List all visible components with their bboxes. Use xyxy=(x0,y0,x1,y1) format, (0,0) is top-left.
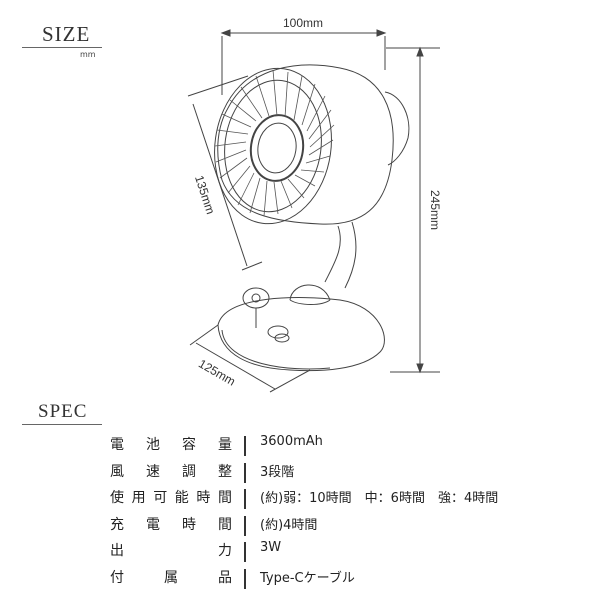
fan-dimension-diagram: 100mm 245mm 135mm 125mm xyxy=(187,16,442,393)
spec-label-char: 品 xyxy=(218,569,232,586)
spec-label-char: 調 xyxy=(182,463,196,480)
spec-label-char: 間 xyxy=(218,516,232,533)
spec-label: 出力 xyxy=(110,540,232,560)
spec-label-char: 充 xyxy=(110,516,124,533)
spec-label-char: 電 xyxy=(110,437,124,453)
spec-label: 付属品 xyxy=(110,567,232,587)
spec-label-char: 使 xyxy=(110,490,124,506)
spec-label-char: 容 xyxy=(182,437,196,453)
spec-value: Type-Cケーブル xyxy=(260,570,355,586)
spec-label-char: 整 xyxy=(218,463,232,480)
spec-label-char: 間 xyxy=(217,490,232,506)
spec-label: 充電時間 xyxy=(110,514,232,534)
spec-value: (約)4時間 xyxy=(260,517,318,533)
spec-label-char: 池 xyxy=(146,437,160,453)
spec-label: 電池容量 xyxy=(110,434,232,454)
spec-heading: SPEC xyxy=(38,401,88,422)
spec-value: 3600mAh xyxy=(260,434,323,449)
spec-label-char: 付 xyxy=(110,569,124,586)
size-heading: SIZE xyxy=(42,22,91,46)
spec-label-char: 量 xyxy=(218,437,232,453)
dimension-width-label: 100mm xyxy=(283,16,323,30)
spec-label-char: 出 xyxy=(110,543,124,559)
dimension-base-label: 125mm xyxy=(196,356,238,388)
spec-divider xyxy=(244,436,246,456)
spec-label-char: 風 xyxy=(110,463,124,480)
spec-label-char: 能 xyxy=(174,490,189,506)
spec-label-char: 可 xyxy=(153,490,168,506)
spec-value: (約)弱：10時間 中：6時間 強：4時間 xyxy=(260,491,499,506)
spec-label-char: 属 xyxy=(164,569,178,586)
spec-heading-underline xyxy=(22,424,102,425)
size-heading-underline xyxy=(22,47,102,48)
spec-label-char: 時 xyxy=(196,490,211,506)
spec-label-char: 力 xyxy=(218,543,232,559)
spec-divider xyxy=(244,542,246,562)
spec-label-char: 時 xyxy=(182,516,196,533)
spec-divider xyxy=(244,515,246,536)
dimension-depth-label: 135mm xyxy=(192,174,218,216)
dimension-height-label: 245mm xyxy=(428,190,442,230)
spec-value: 3W xyxy=(260,540,282,555)
spec-label: 風速調整 xyxy=(110,461,232,481)
spec-divider xyxy=(244,462,246,483)
spec-label-char: 速 xyxy=(146,463,160,480)
spec-value: 3段階 xyxy=(260,464,295,480)
spec-label-char: 電 xyxy=(146,516,160,533)
spec-label: 使用可能時間 xyxy=(110,487,232,507)
spec-label-char: 用 xyxy=(131,490,146,506)
spec-divider xyxy=(244,489,246,509)
spec-divider xyxy=(244,568,246,589)
size-unit-label: mm xyxy=(80,50,96,59)
